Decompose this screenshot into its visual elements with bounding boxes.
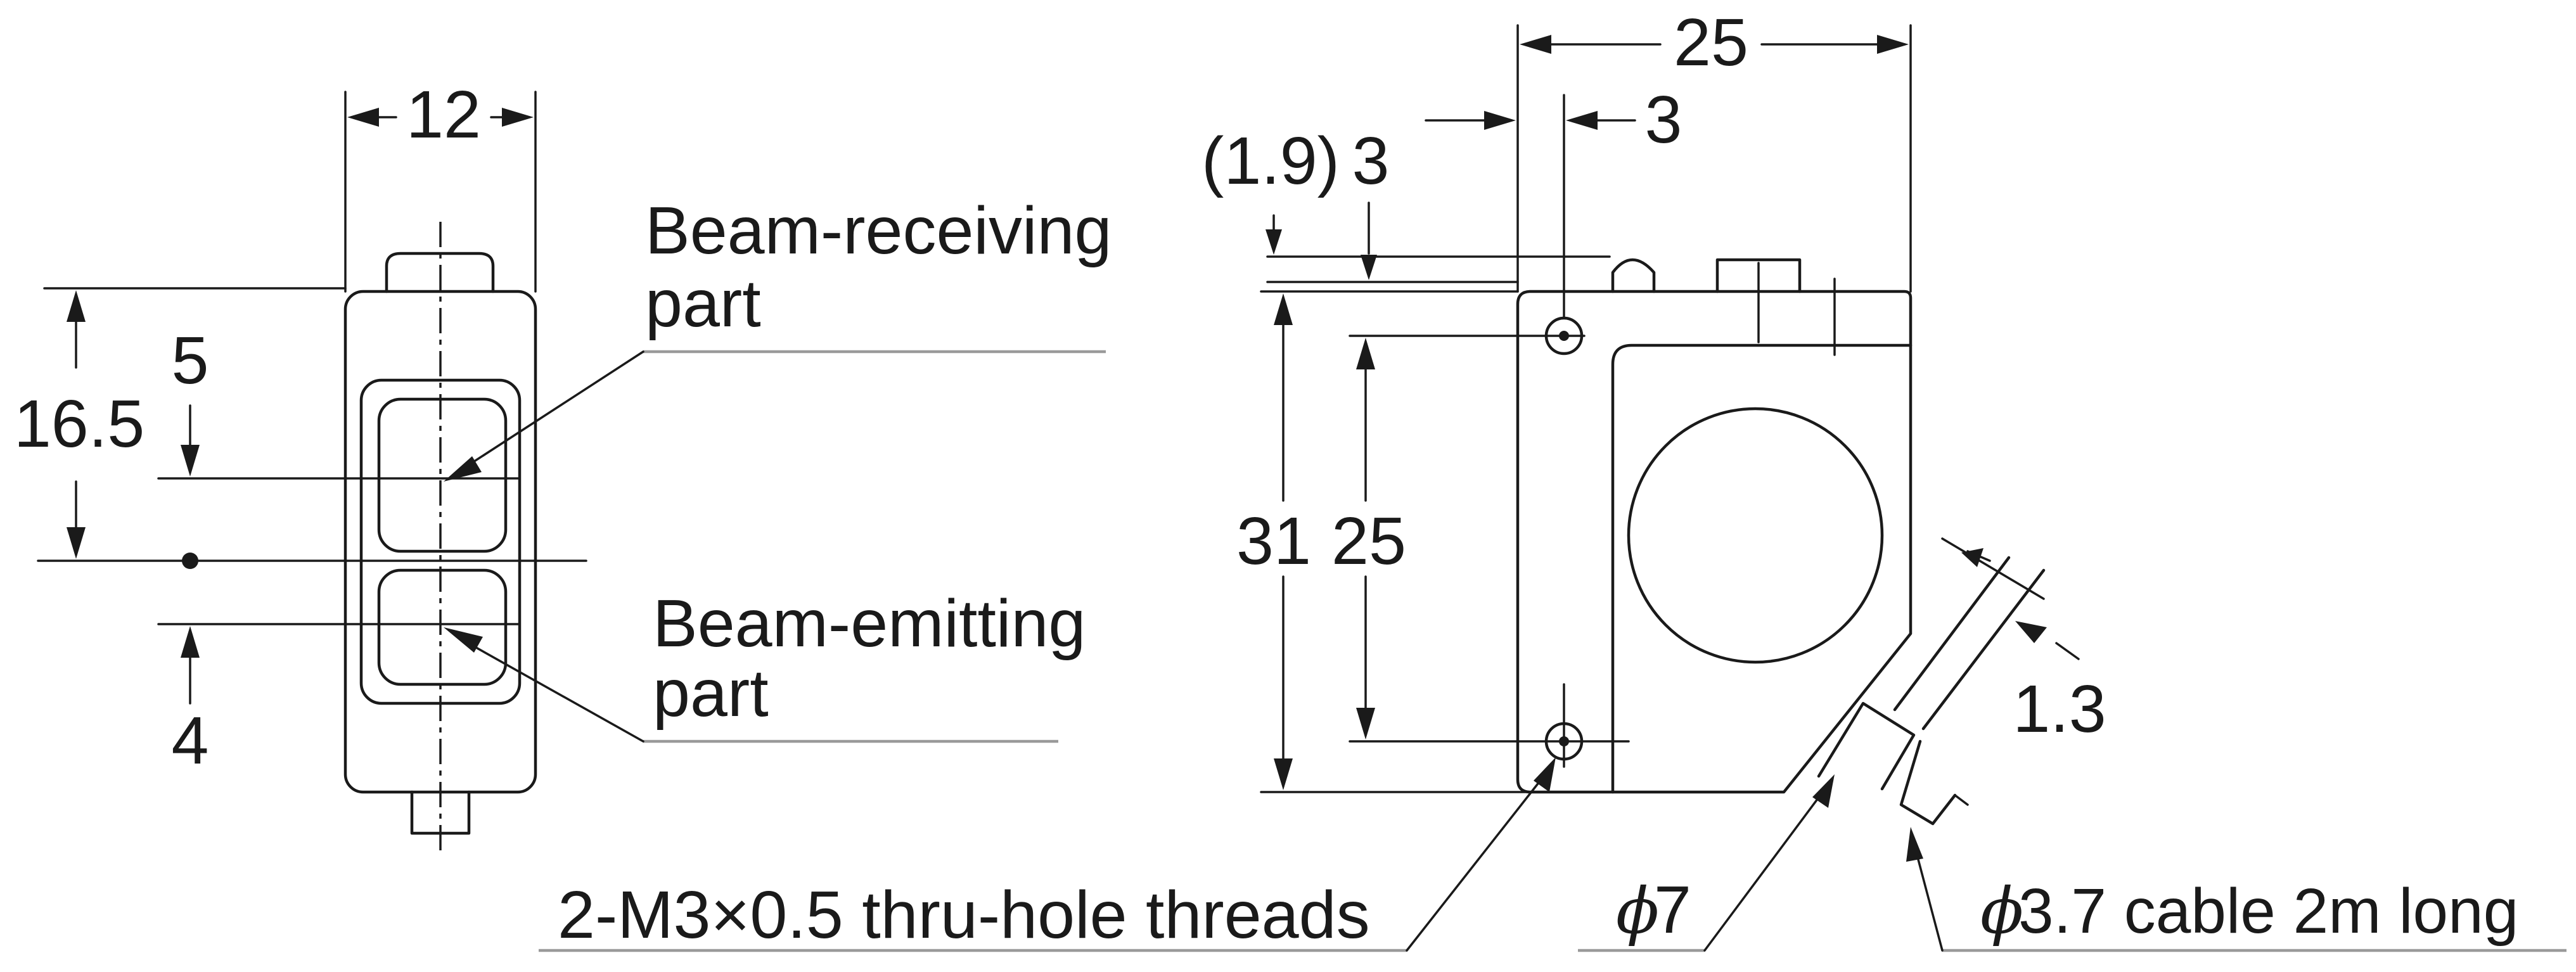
bushing-phi-symbol: ϕ — [1616, 874, 1659, 948]
upper-offset-dim: 5 — [172, 323, 209, 398]
bushing-dim: 7 — [1654, 873, 1691, 947]
side-offset-dim: 3 — [1645, 82, 1682, 157]
cable-phi-symbol: ϕ — [1980, 874, 2023, 948]
tab-dim-ref: (1.9) — [1201, 124, 1340, 198]
hole-pitch-dim: 25 — [1331, 504, 1406, 579]
emitting-label-line1: Beam-emitting — [653, 586, 1086, 661]
receiving-window — [377, 397, 508, 553]
front-height-dim: 16.5 — [14, 387, 144, 461]
side-inner-step — [1611, 343, 1913, 794]
cable-bushing — [1817, 701, 1916, 791]
side-lens-circle — [1627, 407, 1884, 664]
receiving-label-line1: Beam-receiving — [645, 193, 1112, 268]
side-rect-tab — [1715, 258, 1802, 293]
mount-hole-note: 2-M3×0.5 thru-hole threads — [558, 878, 1370, 952]
center-dot — [182, 553, 198, 569]
side-body-outline — [1516, 290, 1913, 794]
side-width-dim: 25 — [1674, 5, 1748, 80]
front-view: 12 16.5 5 4 Beam-receiving part Beam-emi… — [14, 77, 1112, 852]
side-view: 25 3 (1.9) 3 31 25 — [539, 5, 2566, 952]
side-height-dim: 31 — [1236, 504, 1311, 579]
cable-note: 3.7 cable 2m long — [2018, 876, 2518, 947]
emitting-label-line2: part — [653, 656, 769, 731]
cable-offset-dim: 1.3 — [2013, 672, 2106, 746]
side-round-tab — [1611, 258, 1656, 293]
emitting-window — [377, 568, 508, 686]
receiving-label-line2: part — [645, 266, 761, 341]
lower-offset-dim: 4 — [172, 703, 209, 778]
tab-dim: 3 — [1352, 124, 1390, 198]
front-width-dim: 12 — [406, 77, 481, 152]
cable-jacket — [1893, 556, 2046, 731]
